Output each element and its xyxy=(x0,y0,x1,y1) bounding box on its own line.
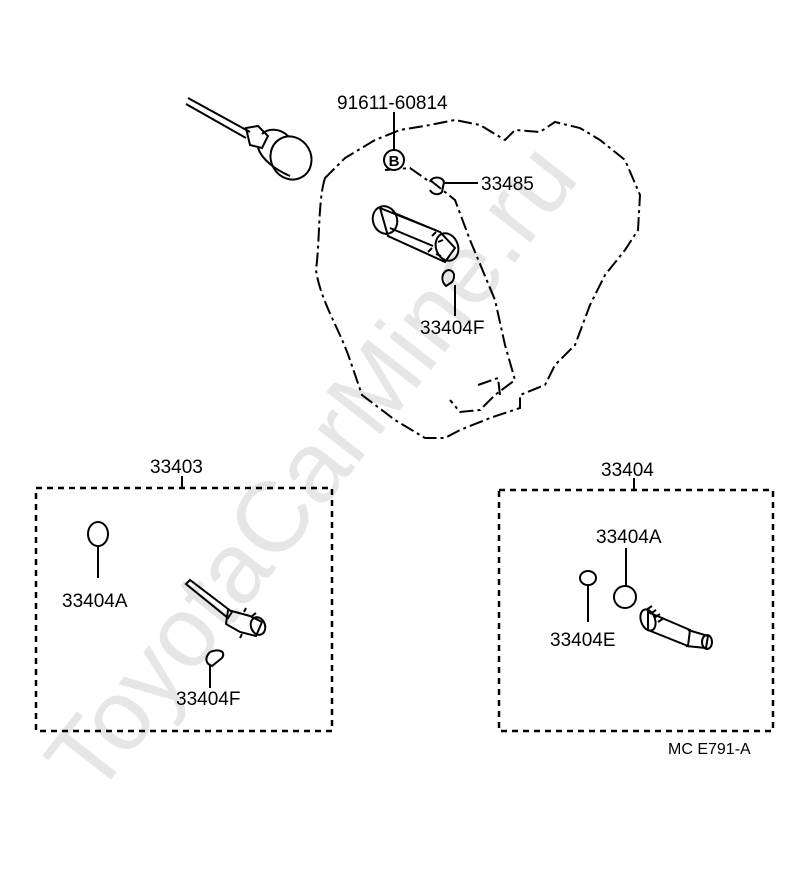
label-pin-top: 33404F xyxy=(420,318,484,339)
label-bolt: 91611-60814 xyxy=(337,93,448,114)
kit-33403-box xyxy=(34,486,334,733)
label-kit-33404-plug: 33404E xyxy=(550,630,616,651)
kit-33403-gear-shaft xyxy=(184,578,267,639)
leaders-top xyxy=(393,112,478,316)
clip-33485 xyxy=(429,176,446,196)
driven-gear-housing xyxy=(371,205,460,264)
bolt-marker: B xyxy=(383,149,405,171)
kit-33404-sleeve xyxy=(639,605,713,650)
label-kit-33404: 33404 xyxy=(601,460,654,481)
kit-33403-oring xyxy=(87,521,109,578)
kit-33404-plug xyxy=(579,570,597,622)
watermark: ToyotaCarMine.ru xyxy=(24,123,598,814)
label-kit-33403: 33403 xyxy=(150,457,203,478)
bolt-marker-letter: B xyxy=(389,153,400,170)
label-kit-33403-oring: 33404A xyxy=(62,591,128,612)
label-kit-33403-pin: 33404F xyxy=(176,689,240,710)
kit-33404-box xyxy=(497,488,775,733)
kit-33404-oring xyxy=(613,548,637,609)
pin-housing xyxy=(441,269,456,288)
kit-33403-pin xyxy=(205,649,225,688)
speedometer-cable xyxy=(185,97,313,181)
label-clip-33485: 33485 xyxy=(481,174,534,195)
figure-code: MC E791-A xyxy=(668,741,751,758)
label-kit-33404-oring: 33404A xyxy=(596,527,662,548)
